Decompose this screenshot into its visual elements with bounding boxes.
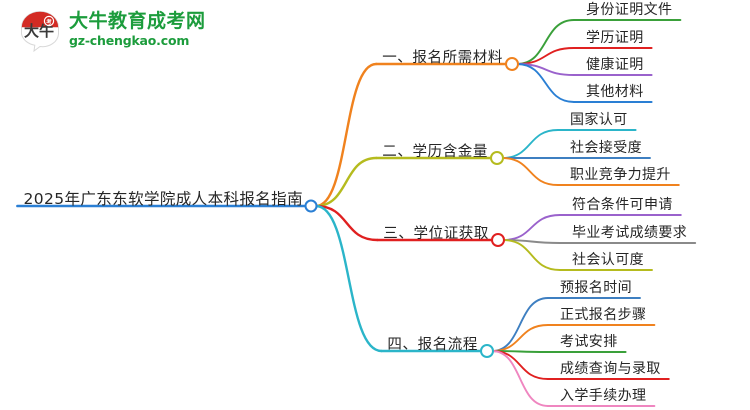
branch-trunk-3 (314, 204, 379, 242)
mindmap-edges (16, 19, 697, 407)
leaf-edge-4-2 (491, 324, 549, 352)
logo-text: 大牛教育成考网 gz-chengkao.com (69, 12, 206, 48)
leaf-edge-2-1 (501, 129, 559, 159)
branch-trunk-4 (314, 204, 383, 353)
branch-node-label-1[interactable]: 一、报名所需材料 (382, 50, 503, 66)
branch-node-3 (491, 233, 505, 247)
leaf-node-label-3-3[interactable]: 社会认可度 (572, 252, 644, 268)
leaf-node-label-4-5[interactable]: 入学手续办理 (560, 388, 647, 404)
leaf-node-label-4-4[interactable]: 成绩查询与录取 (560, 361, 661, 377)
leaf-node-label-3-1[interactable]: 符合条件可申请 (572, 197, 673, 213)
leaf-node-label-2-3[interactable]: 职业竞争力提升 (570, 167, 671, 183)
leaf-node-label-3-2[interactable]: 毕业考试成绩要求 (572, 225, 688, 241)
leaf-edge-4-5 (491, 350, 549, 407)
leaf-edge-4-4 (491, 350, 549, 380)
branch-node-4 (480, 344, 494, 358)
leaf-edge-1-4 (516, 63, 575, 103)
root-node (304, 199, 318, 213)
leaf-edge-4-1 (491, 297, 549, 352)
leaf-node-label-1-2[interactable]: 学历证明 (586, 30, 644, 46)
leaf-edge-3-3 (502, 239, 561, 271)
logo-title: 大牛教育成考网 (69, 10, 206, 33)
svg-text:大牛: 大牛 (24, 22, 54, 40)
root-node-label[interactable]: 2025年广东东软学院成人本科报名指南 (23, 190, 303, 208)
branch-trunk-2 (314, 156, 378, 208)
branch-node-label-2[interactable]: 二、学历含金量 (382, 144, 488, 160)
leaf-node-label-2-2[interactable]: 社会接受度 (570, 140, 642, 156)
logo-mark-icon: 大牛 考 (18, 8, 62, 53)
leaf-node-label-4-3[interactable]: 考试安排 (560, 334, 618, 350)
leaf-node-label-4-2[interactable]: 正式报名步骤 (560, 307, 647, 323)
logo-domain: gz-chengkao.com (69, 33, 190, 49)
leaf-edge-1-1 (516, 19, 575, 65)
leaf-node-label-2-1[interactable]: 国家认可 (570, 112, 628, 128)
leaf-node-label-1-1[interactable]: 身份证明文件 (586, 2, 673, 18)
leaf-edge-3-1 (502, 214, 561, 241)
leaf-node-label-1-4[interactable]: 其他材料 (586, 84, 644, 100)
branch-node-label-3[interactable]: 三、学位证获取 (383, 226, 489, 242)
leaf-edge-1-2 (516, 47, 575, 65)
branch-node-1 (505, 57, 519, 71)
branch-node-2 (490, 151, 504, 165)
leaf-edge-2-3 (501, 157, 559, 186)
leaf-node-label-4-1[interactable]: 预报名时间 (560, 280, 632, 296)
site-logo: 大牛 考 大牛教育成考网 gz-chengkao.com (18, 8, 206, 53)
branch-trunk-1 (314, 62, 378, 208)
branch-node-label-4[interactable]: 四、报名流程 (387, 337, 478, 353)
svg-text:考: 考 (46, 18, 52, 26)
leaf-node-label-1-3[interactable]: 健康证明 (586, 57, 644, 73)
mindmap-nodes (304, 57, 519, 358)
